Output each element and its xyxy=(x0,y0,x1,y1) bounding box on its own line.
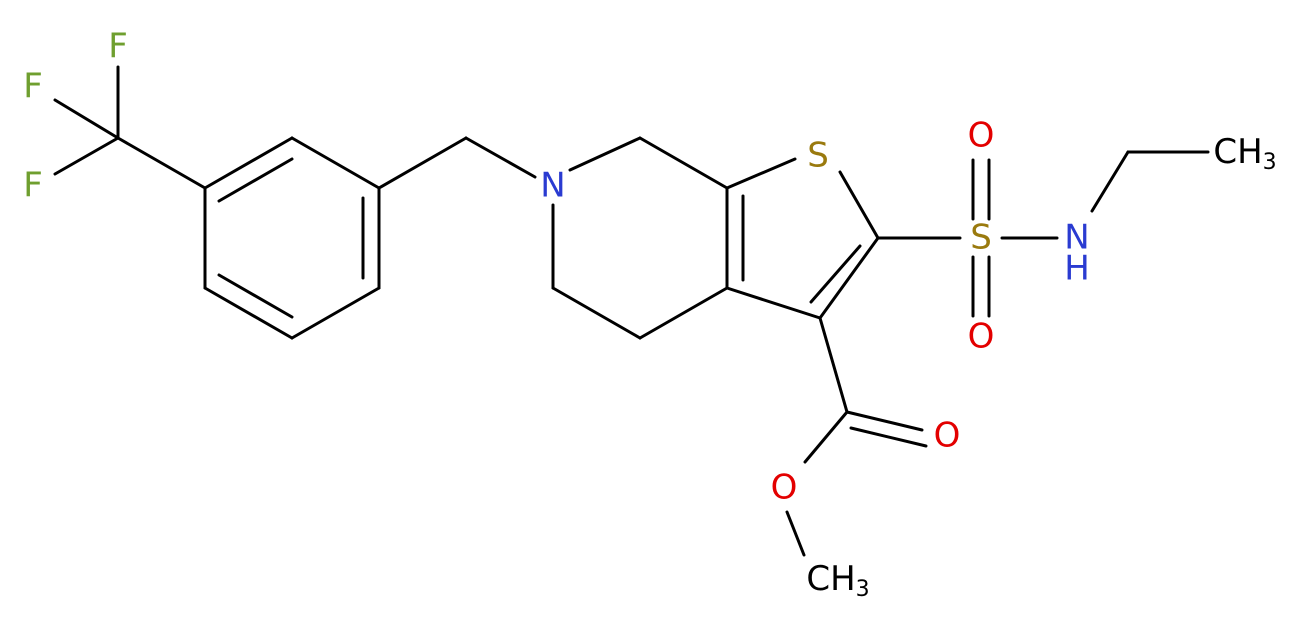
methyl-group-top: CH3 xyxy=(1213,132,1276,176)
bond xyxy=(803,410,849,464)
bond xyxy=(53,136,120,176)
thiophene-sulfur-atom: S xyxy=(807,136,829,176)
bond xyxy=(551,286,642,340)
bond xyxy=(377,136,468,190)
bond xyxy=(53,98,120,140)
fluorine-atom-1: F xyxy=(108,27,128,67)
bond xyxy=(290,136,381,190)
bond xyxy=(638,286,729,340)
bond xyxy=(568,136,642,172)
amine-hydrogen-atom: H xyxy=(1064,249,1090,289)
bond xyxy=(464,136,537,179)
fluorine-atom-3: F xyxy=(23,166,43,206)
bond xyxy=(809,244,862,304)
sulfonyl-oxygen-bottom: O xyxy=(968,317,995,357)
bond xyxy=(849,426,928,448)
ring-nitrogen-atom: N xyxy=(540,166,565,206)
bond xyxy=(1090,150,1130,213)
bond xyxy=(818,236,880,320)
bond xyxy=(217,157,294,203)
bond xyxy=(290,286,381,340)
bond xyxy=(116,136,207,190)
bond xyxy=(785,510,806,557)
bond xyxy=(838,170,880,240)
methyl-group-bottom: CH3 xyxy=(806,559,869,603)
bond xyxy=(217,273,294,319)
bond xyxy=(203,286,294,340)
amine-nitrogen-atom: N xyxy=(1064,218,1089,258)
bond xyxy=(725,157,797,190)
bond xyxy=(818,316,849,414)
bond xyxy=(725,286,822,320)
fluorine-atom-2: F xyxy=(23,67,43,107)
sulfonyl-sulfur-atom: S xyxy=(970,218,992,258)
bond xyxy=(203,136,294,190)
sulfonyl-oxygen-top: O xyxy=(968,116,995,156)
carbonyl-oxygen-atom: O xyxy=(934,416,961,456)
ester-oxygen-atom: O xyxy=(771,468,798,508)
bond xyxy=(845,410,924,432)
bond xyxy=(638,136,729,190)
